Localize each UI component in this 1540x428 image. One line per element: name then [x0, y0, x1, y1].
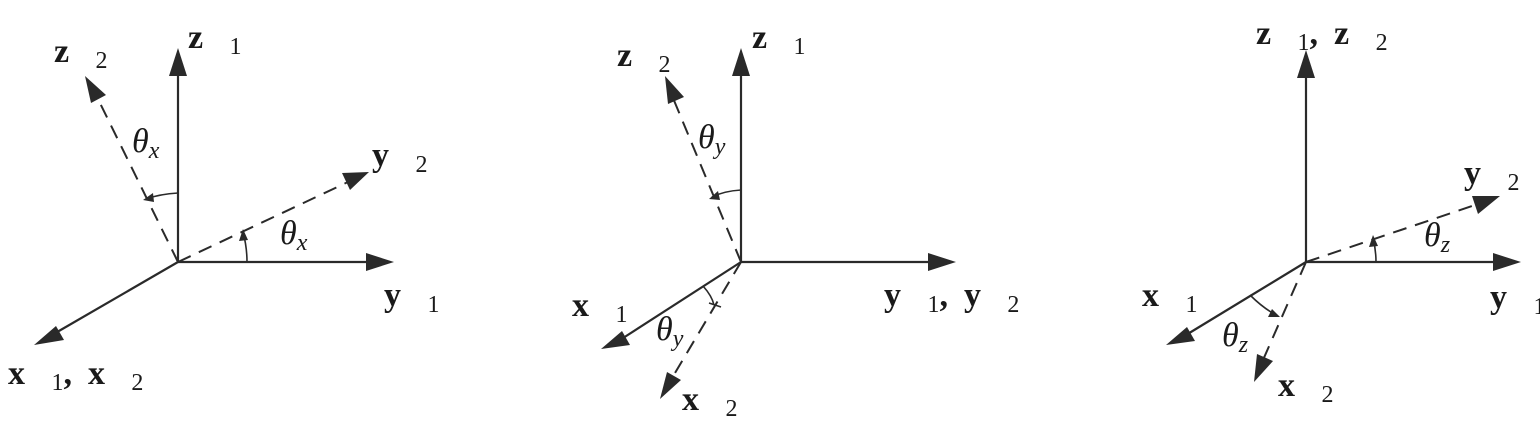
arrowhead-x1 — [1166, 327, 1195, 345]
axis-y2 — [1305, 203, 1479, 263]
arrowhead-y2 — [342, 172, 369, 190]
label-z2: z⃗2 — [617, 37, 671, 78]
label-y2: y⃗2 — [372, 137, 427, 178]
axis-x2 — [671, 261, 742, 379]
label-y1: y⃗1 — [384, 277, 439, 318]
arrowhead-z1 — [169, 48, 187, 76]
label-x1: x⃗1 — [572, 287, 627, 328]
axis-x1 — [619, 261, 742, 341]
label-y1-y2: y⃗1,y⃗2 — [884, 277, 1019, 318]
angle-label-theta-z-lower: θz — [1222, 317, 1249, 358]
axis-x1-x2 — [51, 261, 179, 336]
angle-arrow-y — [1369, 235, 1378, 247]
panel-rotation-z: z⃗1,z⃗2 y⃗2 y⃗1 x⃗1 x⃗2 θz θz — [1142, 15, 1540, 408]
label-y2: y⃗2 — [1464, 155, 1519, 196]
angle-arrow-z — [143, 193, 154, 202]
axis-x2 — [1262, 261, 1307, 361]
angle-tick-x — [708, 302, 722, 308]
axis-z2 — [96, 96, 179, 263]
label-x2: x⃗2 — [682, 381, 737, 422]
panel-rotation-x: z⃗1 z⃗2 y⃗2 y⃗1 x⃗1,x⃗2 θx θx — [8, 19, 439, 396]
arrowhead-y1 — [1493, 253, 1521, 271]
label-z2: z⃗2 — [54, 33, 108, 74]
angle-label-theta-x-upper: θx — [132, 123, 160, 164]
label-x1: x⃗1 — [1142, 277, 1197, 318]
angle-label-theta-x-lower: θx — [280, 215, 308, 256]
arrowhead-y1 — [366, 253, 394, 271]
arrowhead-y2 — [1472, 196, 1500, 214]
arrowhead-x1 — [601, 331, 630, 349]
arrowhead-x2 — [1254, 354, 1273, 382]
label-y1: y⃗1 — [1490, 279, 1540, 320]
axis-x1 — [1185, 261, 1307, 336]
label-x2: x⃗2 — [1278, 367, 1333, 408]
angle-label-theta-y-upper: θy — [698, 119, 726, 160]
axis-z2 — [672, 97, 742, 263]
panel-rotation-y: z⃗1 z⃗2 x⃗1 x⃗2 y⃗1,y⃗2 θy θy — [572, 19, 1019, 422]
angle-arrow-y — [239, 229, 248, 241]
label-z1: z⃗1 — [188, 19, 242, 60]
arrowhead-x2 — [660, 372, 681, 399]
angle-label-theta-y-lower: θy — [656, 311, 684, 352]
label-z1-z2: z⃗1,z⃗2 — [1256, 15, 1388, 56]
angle-label-theta-z-right: θz — [1424, 217, 1451, 258]
angle-arrow-z — [709, 191, 720, 200]
arrowhead-z2 — [665, 76, 684, 104]
arrowhead-z1 — [732, 48, 750, 76]
arrowhead-z1-z2 — [1297, 50, 1315, 78]
axis-y2 — [177, 181, 349, 263]
arrowhead-y1-y2 — [928, 253, 956, 271]
label-z1: z⃗1 — [752, 19, 806, 60]
angle-arrow-x — [1268, 309, 1280, 317]
arrowhead-z2 — [85, 76, 106, 103]
label-x1-x2: x⃗1,x⃗2 — [8, 355, 143, 396]
arrowhead-x1-x2 — [34, 326, 64, 345]
angle-arc-x — [702, 285, 715, 306]
